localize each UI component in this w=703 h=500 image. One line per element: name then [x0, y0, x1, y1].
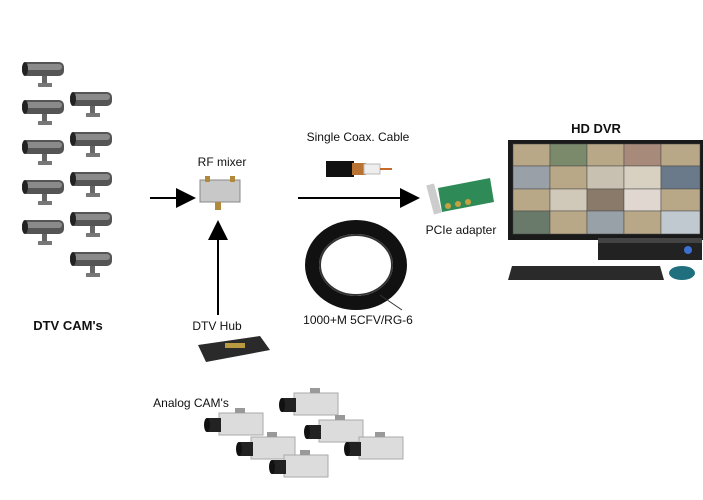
dtv-hub-label: DTV Hub — [192, 319, 242, 333]
cable-coil-image — [305, 220, 407, 311]
coax-cable-image — [326, 161, 392, 177]
dtv-cams-label: DTV CAM's — [33, 318, 103, 333]
analog-cams-label: Analog CAM's — [153, 396, 229, 410]
analog-cameras — [203, 387, 404, 478]
rf-mixer-label: RF mixer — [197, 155, 247, 169]
single-coax-label: Single Coax. Cable — [306, 130, 410, 144]
pcie-adapter-image — [426, 178, 494, 215]
hd-dvr-system — [508, 140, 703, 280]
dtv-hub-device — [198, 336, 270, 362]
pcie-adapter-label: PCIe adapter — [425, 223, 497, 237]
dtv-cameras — [22, 62, 112, 277]
rf-mixer-device — [199, 176, 241, 210]
hd-dvr-label: HD DVR — [571, 121, 621, 136]
cable-spec-label: 1000+M 5CFV/RG-6 — [303, 313, 413, 327]
